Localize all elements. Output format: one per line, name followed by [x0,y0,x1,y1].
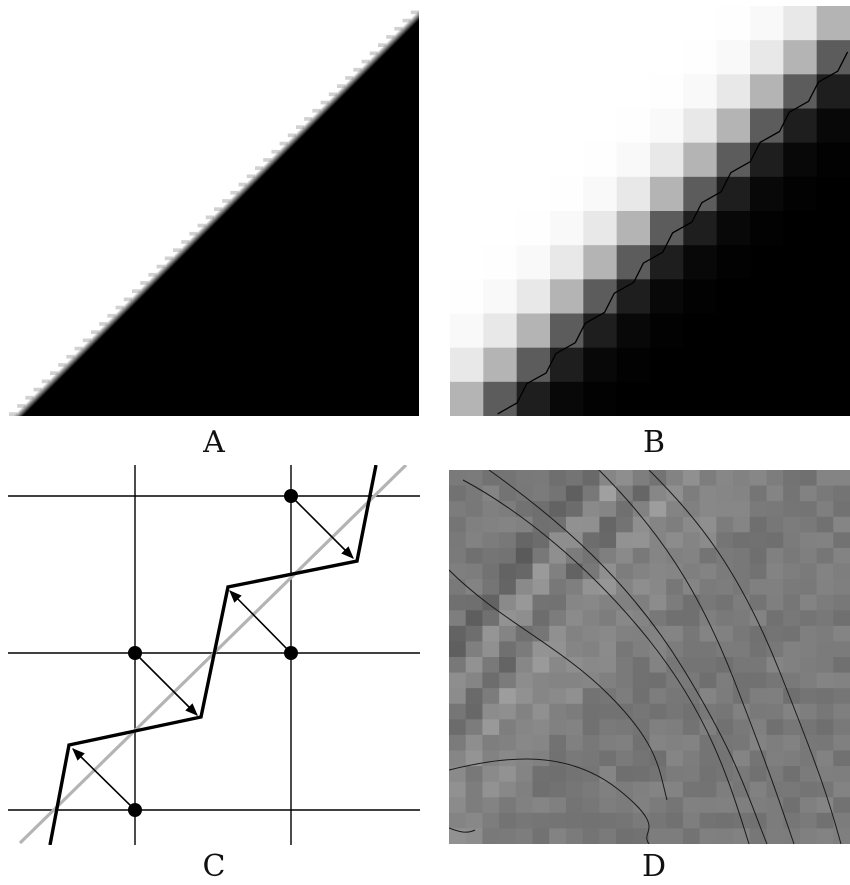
panel-b-pixelated-edge [450,6,850,416]
caption-c: C [202,849,226,884]
arrow-4 [290,495,354,559]
fine-edge-svg [9,6,419,416]
sample-point [284,489,298,503]
pixel-cells [450,6,850,416]
edge-gradient [9,6,419,416]
caption-d: D [641,849,667,884]
panel-a-fine-edge-image [9,6,419,416]
sample-point [128,646,142,660]
arrow-3 [229,590,292,654]
noisy-image-svg [449,470,850,844]
caption-a: A [203,425,225,460]
edge-contour-line [497,51,849,415]
displacement-arrows [72,495,354,811]
panel-d-noisy-image-contours [449,470,850,844]
sample-point [284,646,298,660]
caption-b: B [642,425,666,460]
arrow-2 [134,652,198,716]
edge-staircase [9,10,419,416]
noisy-pixel-cells [449,470,850,844]
contour-lines [449,470,842,844]
pixel-grid-svg [450,6,850,416]
sample-points [128,489,298,817]
panel-c-subpixel-diagram [8,465,420,845]
subpixel-diagram-svg [8,465,420,845]
estimated-edge-polyline [48,465,378,845]
sample-point [128,803,142,817]
arrow-1 [72,748,136,811]
